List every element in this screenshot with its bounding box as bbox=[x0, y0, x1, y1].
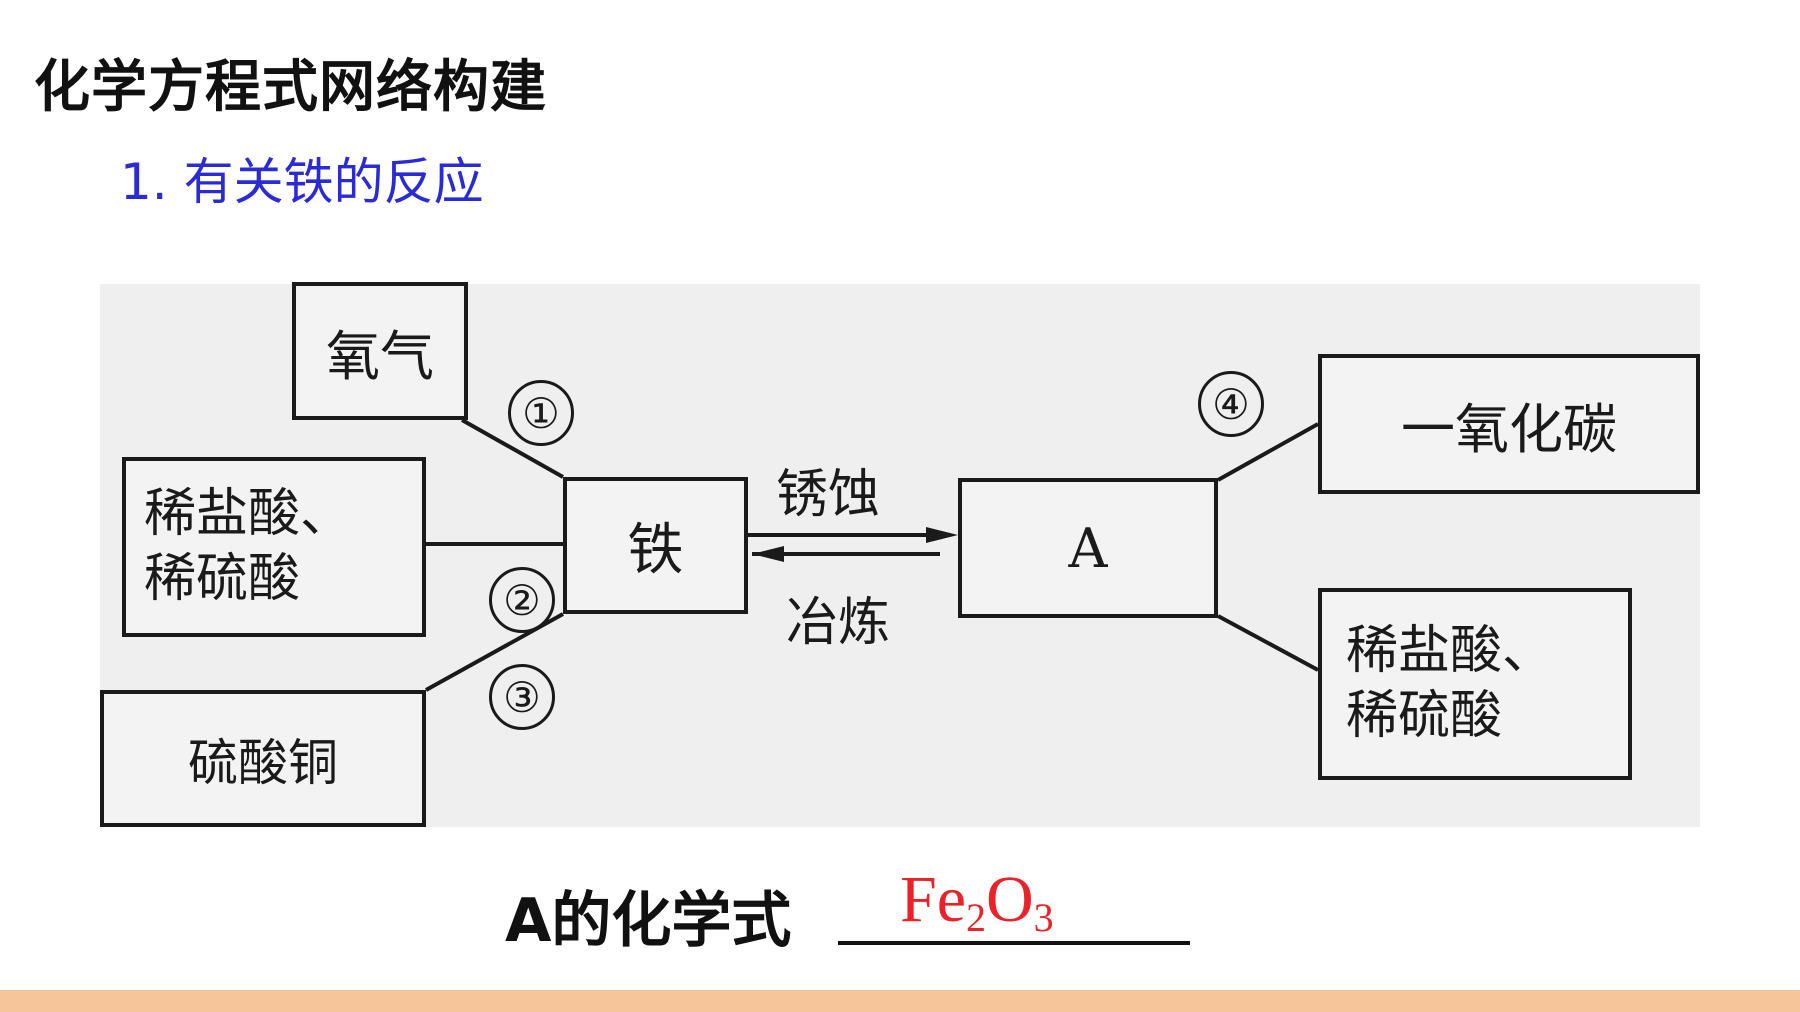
reaction-number-2: ② bbox=[489, 567, 555, 633]
answer-underline bbox=[838, 941, 1190, 945]
formula-fe: Fe bbox=[900, 863, 966, 936]
reaction-number-1: ① bbox=[508, 380, 574, 446]
formula-o: O bbox=[986, 863, 1034, 936]
co-box: 一氧化碳 bbox=[1318, 354, 1700, 494]
smelt-label: 冶炼 bbox=[786, 593, 891, 653]
acids-right-line1: 稀盐酸、 bbox=[1346, 621, 1555, 681]
acids-left-line2: 稀硫酸 bbox=[144, 549, 301, 609]
line-a-co bbox=[1217, 422, 1319, 482]
formula-answer: Fe2O3 bbox=[900, 862, 1054, 941]
a-box: A bbox=[958, 478, 1218, 618]
arrow-right-head bbox=[926, 527, 958, 543]
section-subtitle: 1. 有关铁的反应 bbox=[120, 153, 484, 211]
arrow-left-head bbox=[752, 546, 784, 562]
acids-right-box: 稀盐酸、 稀硫酸 bbox=[1318, 588, 1632, 780]
acids-right-line2: 稀硫酸 bbox=[1346, 686, 1503, 746]
iron-reaction-diagram: 氧气 稀盐酸、 稀硫酸 硫酸铜 铁 A 一氧化碳 稀盐酸、 稀硫酸 锈蚀 冶炼 … bbox=[100, 282, 1700, 827]
acids-left-line1: 稀盐酸、 bbox=[144, 484, 353, 544]
connector-lines bbox=[425, 418, 1319, 692]
line-a-acids bbox=[1217, 614, 1319, 672]
page-title: 化学方程式网络构建 bbox=[34, 55, 547, 120]
acids-left-box: 稀盐酸、 稀硫酸 bbox=[122, 457, 426, 637]
bottom-accent-bar bbox=[0, 990, 1800, 1012]
formula-sub-3: 3 bbox=[1033, 895, 1054, 940]
formula-sub-2: 2 bbox=[966, 895, 986, 940]
reaction-number-3: ③ bbox=[489, 664, 555, 730]
copper-sulfate-box: 硫酸铜 bbox=[100, 690, 426, 827]
formula-prompt: A的化学式 bbox=[505, 886, 792, 956]
iron-box: 铁 bbox=[563, 477, 748, 614]
rust-label: 锈蚀 bbox=[776, 465, 881, 525]
line-oxygen-iron bbox=[461, 418, 564, 479]
oxygen-box: 氧气 bbox=[292, 282, 468, 420]
reaction-number-4: ④ bbox=[1198, 371, 1264, 437]
